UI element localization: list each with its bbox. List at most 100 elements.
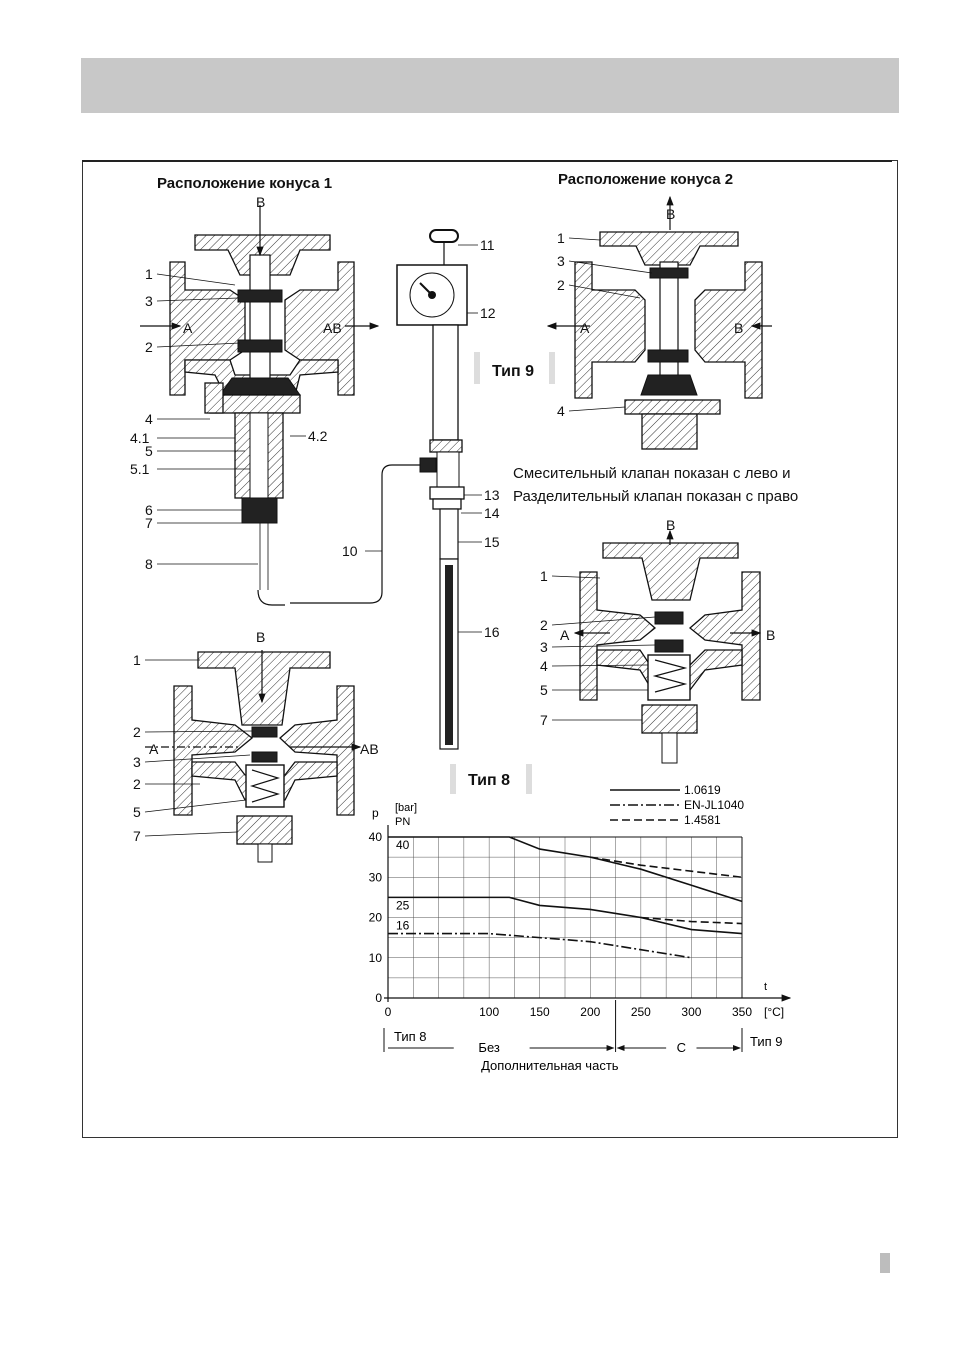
- legend-entry: 1.4581: [684, 813, 721, 827]
- v3-callout-7: 7: [540, 712, 548, 728]
- valve-3-callouts: 1 2 3 4 5 7: [540, 568, 656, 728]
- v3-callout-5: 5: [540, 682, 548, 698]
- range-caption: Дополнительная часть: [481, 1058, 619, 1073]
- pn-label: 25: [396, 898, 410, 912]
- v1-callout-1: 1: [145, 266, 153, 282]
- v2-port-a: A: [580, 320, 590, 336]
- title-cone-2: Расположение конуса 2: [558, 171, 733, 188]
- x-tick-label: 200: [580, 1005, 600, 1019]
- type8-tab-left: [450, 764, 456, 794]
- y-tick-label: 20: [369, 911, 383, 925]
- frame-top-rule: [82, 160, 892, 162]
- x-tick-label: 100: [479, 1005, 499, 1019]
- header-bar: [81, 58, 899, 113]
- valve-2-drawing: [546, 195, 772, 450]
- center-callout-15: 15: [484, 534, 500, 550]
- v2-callout-2: 2: [557, 277, 565, 293]
- v3-callout-4: 4: [540, 658, 548, 674]
- v4-callout-7: 7: [133, 828, 141, 844]
- v4-callout-1: 1: [133, 652, 141, 668]
- pn-label: 16: [396, 919, 410, 933]
- type8-label: Тип 8: [468, 772, 510, 789]
- type9-label: Тип 9: [492, 363, 534, 380]
- v3-port-b: B: [666, 517, 675, 533]
- v1-callout-3: 3: [145, 293, 153, 309]
- v1-callout-2: 2: [145, 339, 153, 355]
- x-tick-label: 0: [385, 1005, 392, 1019]
- x-axis-symbol: t: [764, 981, 767, 993]
- v4-callout-5: 5: [133, 804, 141, 820]
- y-axis-pn: PN: [395, 816, 410, 828]
- valve-2-callouts: 1 3 2 4: [557, 230, 653, 419]
- type8-tab-right: [526, 764, 532, 794]
- type9-tab-right: [549, 352, 555, 384]
- x-axis-unit: [°C]: [764, 1005, 784, 1019]
- v4-callout-2b: 2: [133, 776, 141, 792]
- v1-callout-6: 6: [145, 502, 153, 518]
- series-line-solid: [388, 896, 743, 935]
- v1-port-ab: AB: [323, 320, 342, 336]
- center-callout-12: 12: [480, 305, 496, 321]
- range-left-label: Тип 8: [394, 1029, 427, 1044]
- page-tab-marker: [880, 1253, 890, 1273]
- v2-callout-3: 3: [557, 253, 565, 269]
- center-callout-13: 13: [484, 487, 500, 503]
- y-tick-label: 10: [369, 951, 383, 965]
- center-callout-14: 14: [484, 505, 500, 521]
- legend-entry: EN-JL1040: [684, 798, 744, 812]
- v3-callout-1: 1: [540, 568, 548, 584]
- v1-callout-4-2: 4.2: [308, 428, 328, 444]
- v4-callout-2: 2: [133, 724, 141, 740]
- v1-callout-8: 8: [145, 556, 153, 572]
- caption-line-2: Разделительный клапан показан с право: [513, 488, 798, 505]
- center-callout-16: 16: [484, 624, 500, 640]
- range-with-label: С: [677, 1040, 686, 1055]
- legend-entry: 1.0619: [684, 783, 721, 797]
- v1-callout-7: 7: [145, 515, 153, 531]
- v1-port-b: B: [256, 194, 265, 210]
- caption-line-1: Смесительный клапан показан с лево и: [513, 465, 791, 482]
- v1-callout-4: 4: [145, 411, 153, 427]
- v1-callout-4-1: 4.1: [130, 430, 150, 446]
- valve-4-callouts: 1 2 3 2 5 7: [133, 652, 253, 844]
- v1-callout-5-1: 5.1: [130, 461, 150, 477]
- y-tick-label: 40: [369, 830, 383, 844]
- valve-1-drawing: [140, 205, 380, 606]
- v4-port-ab: AB: [360, 741, 379, 757]
- type9-tab-left: [474, 352, 480, 384]
- y-axis-unit: [bar]: [395, 802, 417, 814]
- valve-1-callouts: 1 3 2 4 4.1 5 5.1 6 7 8 4.2: [130, 266, 328, 572]
- x-tick-label: 150: [530, 1005, 550, 1019]
- y-axis-symbol: p: [372, 806, 379, 820]
- x-tick-label: 250: [631, 1005, 651, 1019]
- series-line-dashed: [590, 856, 743, 879]
- v1-port-a: A: [183, 320, 193, 336]
- v3-callout-2: 2: [540, 617, 548, 633]
- title-cone-1: Расположение конуса 1: [157, 175, 332, 192]
- valve-4-drawing: [145, 650, 362, 863]
- center-callout-10: 10: [342, 543, 358, 559]
- thermostat-callouts: 11 12 10 13 14 15 16: [342, 237, 500, 640]
- v3-port-b-side: B: [766, 627, 775, 643]
- v4-port-a: A: [149, 741, 159, 757]
- v3-callout-3: 3: [540, 639, 548, 655]
- v2-port-b-side: B: [734, 320, 743, 336]
- series-line-dashed: [640, 916, 743, 925]
- y-tick-label: 30: [369, 870, 383, 884]
- v2-port-b: B: [666, 206, 675, 222]
- thermostat-drawing: [290, 229, 468, 750]
- pressure-temperature-chart: 0 10 20 30 40 0 100 150 200 250 300 350 p [bar] PN t [°C…: [369, 783, 792, 1073]
- v1-callout-5: 5: [145, 443, 153, 459]
- v2-callout-4: 4: [557, 403, 565, 419]
- x-tick-label: 300: [681, 1005, 701, 1019]
- y-tick-label: 0: [375, 991, 382, 1005]
- v4-callout-3: 3: [133, 754, 141, 770]
- range-right-label: Тип 9: [750, 1034, 783, 1049]
- pn-label: 40: [396, 838, 410, 852]
- valve-3-drawing: [573, 529, 762, 764]
- x-tick-label: 350: [732, 1005, 752, 1019]
- range-without-label: Без: [478, 1040, 499, 1055]
- v4-port-b: B: [256, 629, 265, 645]
- v2-callout-1: 1: [557, 230, 565, 246]
